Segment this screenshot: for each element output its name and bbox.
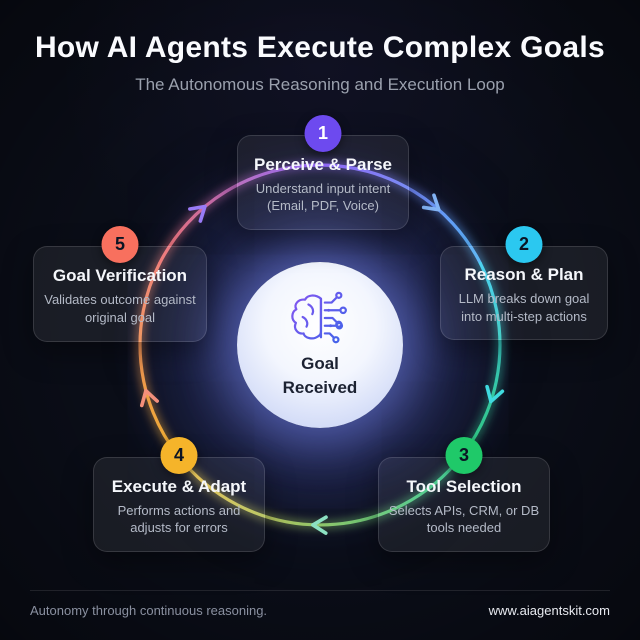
step-card-perceive-parse: 1 Perceive & Parse Understand input inte…	[237, 115, 409, 230]
step-title: Execute & Adapt	[111, 476, 247, 496]
step-description: Performs actions and adjusts for errors	[117, 502, 241, 535]
arc-step4-to-step5	[138, 261, 180, 458]
ring-arcs	[138, 163, 502, 527]
ring-arrowheads	[139, 193, 505, 535]
step-title: Goal Verification	[52, 266, 188, 286]
step-4-badge: 4	[160, 437, 198, 474]
brain-circuit-icon	[291, 291, 347, 344]
arrowhead-step3-to-step4-icon	[311, 515, 328, 535]
step-2-badge: 2	[505, 226, 543, 263]
step-title: Tool Selection	[406, 476, 522, 496]
arc-step2-to-step3	[460, 261, 502, 458]
step-card-goal-verification: 5 Goal Verification Validates outcome ag…	[33, 226, 207, 342]
arc-step1-to-step2	[318, 163, 482, 265]
arrowhead-step1-to-step2-icon	[421, 193, 441, 212]
footer-website: www.aiagentskit.com	[488, 603, 610, 618]
page-subtitle: The Autonomous Reasoning and Execution L…	[135, 75, 505, 94]
footer-divider	[30, 590, 610, 591]
step-3-badge: 3	[445, 437, 483, 474]
step-description: LLM breaks down goal into multi-step act…	[458, 291, 590, 324]
goal-received-label: Goal Received	[282, 353, 358, 397]
step-title: Perceive & Parse	[254, 154, 392, 174]
step-card-reason-plan: 2 Reason & Plan LLM breaks down goal int…	[440, 226, 608, 340]
footer-tagline: Autonomy through continuous reasoning.	[30, 603, 268, 618]
arrowhead-step2-to-step3-icon	[485, 384, 505, 404]
step-description: Validates outcome against original goal	[44, 292, 196, 325]
step-5-badge: 5	[101, 226, 139, 263]
arc-step3-to-step4	[176, 454, 464, 527]
step-title: Reason & Plan	[464, 265, 584, 285]
page-title: How AI Agents Execute Complex Goals	[34, 31, 606, 64]
step-description: Selects APIs, CRM, or DB tools needed	[388, 502, 540, 535]
step-1-badge: 1	[304, 115, 342, 152]
step-card-execute-adapt: 4 Execute & Adapt Performs actions and a…	[93, 437, 265, 552]
goal-received-node: Goal Received	[237, 262, 403, 428]
arrowhead-step4-to-step5-icon	[139, 388, 159, 408]
step-card-tool-selection: 3 Tool Selection Selects APIs, CRM, or D…	[378, 437, 550, 552]
arc-step5-to-step1	[158, 163, 322, 265]
arrowhead-step5-to-step1-icon	[188, 204, 207, 223]
step-description: Understand input intent (Email, PDF, Voi…	[255, 180, 391, 213]
